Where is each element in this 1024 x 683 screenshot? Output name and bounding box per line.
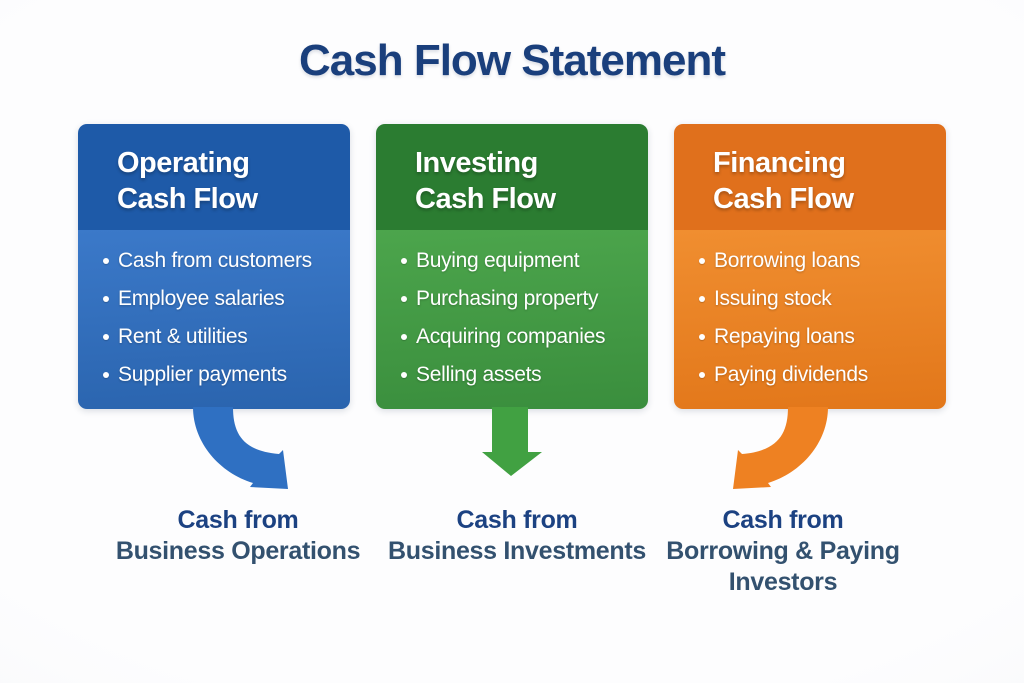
caption-line2: Borrowing & Paying — [666, 537, 900, 565]
caption-investing: Cash from Business Investments — [388, 505, 646, 567]
bullet-dot-icon — [401, 372, 407, 378]
bullet-item: Rent & utilities — [103, 318, 350, 356]
card-title-line2: Cash Flow — [713, 183, 854, 215]
bullet-text: Employee salaries — [118, 287, 285, 310]
card-title-line2: Cash Flow — [117, 183, 258, 215]
arrow-shape — [482, 407, 542, 476]
bullet-item: Employee salaries — [103, 280, 350, 318]
bullet-text: Cash from customers — [118, 249, 312, 272]
bullet-item: Buying equipment — [401, 242, 648, 280]
caption-financing: Cash from Borrowing & Paying Investors — [666, 505, 900, 598]
caption-line1: Cash from — [722, 506, 844, 534]
bullet-list: Buying equipment Purchasing property Acq… — [376, 230, 648, 394]
caption-line3: Investors — [728, 568, 838, 596]
arrow-down-icon — [482, 407, 542, 476]
bullet-text: Buying equipment — [416, 249, 580, 272]
bullet-text: Issuing stock — [714, 287, 832, 310]
bullet-dot-icon — [699, 258, 705, 264]
bullet-dot-icon — [699, 334, 705, 340]
bullet-text: Rent & utilities — [118, 325, 248, 348]
card-title-line1: Financing — [713, 147, 846, 179]
bullet-dot-icon — [699, 372, 705, 378]
bullet-dot-icon — [103, 296, 109, 302]
bullet-dot-icon — [401, 296, 407, 302]
bullet-item: Supplier payments — [103, 356, 350, 394]
bullet-text: Repaying loans — [714, 325, 855, 348]
bullet-dot-icon — [103, 372, 109, 378]
bullet-text: Supplier payments — [118, 363, 287, 386]
card-header: Financing Cash Flow — [674, 124, 946, 230]
arrow-shape — [733, 407, 828, 489]
bullet-item: Repaying loans — [699, 318, 946, 356]
card-body: Cash from customers Employee salaries Re… — [78, 230, 350, 409]
arrow-shape — [193, 407, 288, 489]
curved-arrow-down-left-icon — [733, 407, 828, 489]
card-title-line1: Investing — [415, 147, 538, 179]
bullet-item: Selling assets — [401, 356, 648, 394]
card-title-line2: Cash Flow — [415, 183, 556, 215]
caption-line1: Cash from — [456, 506, 578, 534]
card-body: Borrowing loans Issuing stock Repaying l… — [674, 230, 946, 409]
bullet-item: Acquiring companies — [401, 318, 648, 356]
bullet-text: Selling assets — [416, 363, 542, 386]
card-header: Operating Cash Flow — [78, 124, 350, 230]
bullet-text: Borrowing loans — [714, 249, 861, 272]
caption-line1: Cash from — [177, 506, 299, 534]
bullet-item: Cash from customers — [103, 242, 350, 280]
bullet-item: Paying dividends — [699, 356, 946, 394]
bullet-dot-icon — [699, 296, 705, 302]
bullet-list: Borrowing loans Issuing stock Repaying l… — [674, 230, 946, 394]
page-title: Cash Flow Statement — [299, 36, 726, 85]
investing-cash-flow-card: Investing Cash Flow Buying equipment Pur… — [376, 124, 648, 409]
card-header: Investing Cash Flow — [376, 124, 648, 230]
caption-operating: Cash from Business Operations — [115, 505, 361, 567]
bullet-text: Paying dividends — [714, 363, 868, 386]
bullet-dot-icon — [401, 334, 407, 340]
financing-cash-flow-card: Financing Cash Flow Borrowing loans Issu… — [674, 124, 946, 409]
bullet-dot-icon — [103, 258, 109, 264]
bullet-text: Purchasing property — [416, 287, 599, 310]
caption-line2: Business Operations — [115, 537, 361, 565]
card-body: Buying equipment Purchasing property Acq… — [376, 230, 648, 409]
bullet-dot-icon — [103, 334, 109, 340]
caption-line2: Business Investments — [388, 537, 646, 565]
bullet-text: Acquiring companies — [416, 325, 606, 348]
bullet-item: Issuing stock — [699, 280, 946, 318]
bullet-item: Purchasing property — [401, 280, 648, 318]
bullet-list: Cash from customers Employee salaries Re… — [78, 230, 350, 394]
card-title-line1: Operating — [117, 147, 250, 179]
bullet-dot-icon — [401, 258, 407, 264]
curved-arrow-down-right-icon — [193, 407, 288, 489]
bullet-item: Borrowing loans — [699, 242, 946, 280]
operating-cash-flow-card: Operating Cash Flow Cash from customers … — [78, 124, 350, 409]
